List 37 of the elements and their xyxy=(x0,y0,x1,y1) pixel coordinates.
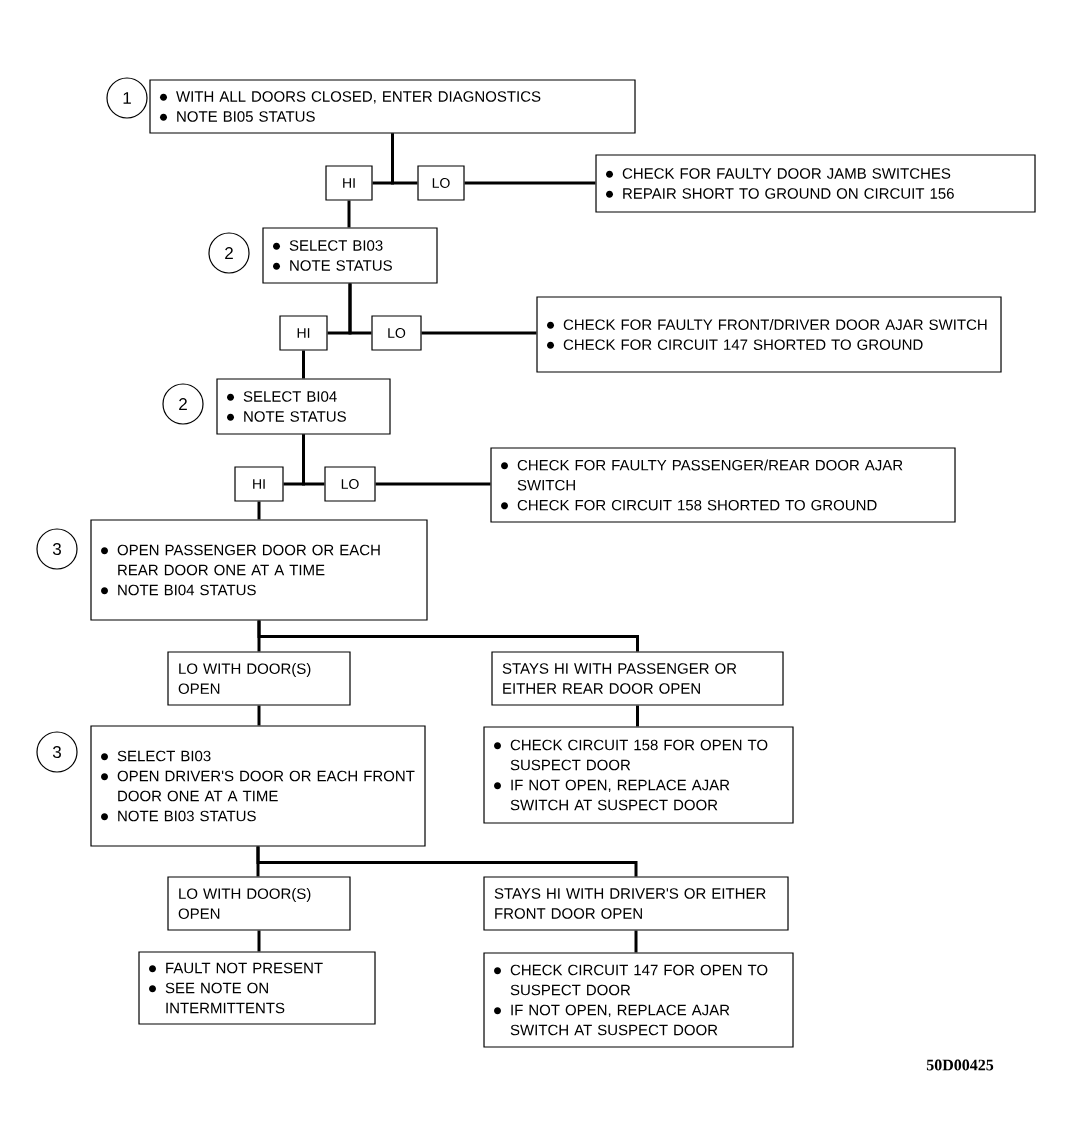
figure-code: 50D00425 xyxy=(926,1059,994,1071)
connector-line xyxy=(256,846,638,877)
step-box: STAYS HI WITH PASSENGER OR EITHER REAR DOOR OPEN xyxy=(491,651,784,706)
connector-line xyxy=(636,705,639,727)
status-box: LO xyxy=(417,165,465,201)
step-box: CHECK FOR FAULTY DOOR JAMB SWITCHES REPAIR SHORT TO GROUND ON CIRCUIT 156 xyxy=(595,154,1036,213)
step-box: SELECT BI03 NOTE STATUS xyxy=(262,227,438,284)
step-box: CHECK FOR FAULTY FRONT/DRIVER DOOR AJAR SWITCH CHECK FOR CIRCUIT 147 SHORTED TO GROUND xyxy=(536,296,1002,373)
step-box: CHECK CIRCUIT 158 FOR OPEN TO SUSPECT DOOR IF NOT OPEN, REPLACE AJAR SWITCH AT SUSPECT DOOR xyxy=(483,726,794,824)
step-box: FAULT NOT PRESENT SEE NOTE ON INTERMITTENTS xyxy=(138,951,376,1025)
connector-line xyxy=(257,705,261,726)
step-box: OPEN PASSENGER DOOR OR EACH REAR DOOR ONE AT A TIME NOTE BI04 STATUS xyxy=(90,519,428,621)
step-box: STAYS HI WITH DRIVER'S OR EITHER FRONT DOOR OPEN xyxy=(483,876,789,931)
step-box: SELECT BI03 OPEN DRIVER'S DOOR OR EACH FRONT DOOR ONE AT A TIME NOTE BI03 STATUS xyxy=(90,725,426,847)
connector-line xyxy=(257,620,639,652)
connector-line xyxy=(464,181,596,185)
connector-line xyxy=(257,501,261,520)
status-box: HI xyxy=(234,466,284,502)
connector-line xyxy=(391,133,418,185)
step-box: LO WITH DOOR(S) OPEN xyxy=(167,876,351,931)
connector-line xyxy=(634,930,638,953)
status-box: HI xyxy=(325,165,373,201)
step-box: LO WITH DOOR(S) OPEN xyxy=(167,651,351,706)
connector-line xyxy=(421,331,537,335)
status-box: LO xyxy=(324,466,376,502)
step-box: SELECT BI04 NOTE STATUS xyxy=(216,378,391,435)
step-box: WITH ALL DOORS CLOSED, ENTER DIAGNOSTICS NOTE BI05 STATUS xyxy=(149,79,636,134)
connector-line xyxy=(257,930,261,952)
status-box: HI xyxy=(279,315,328,351)
connector-line xyxy=(302,434,325,486)
connector-line xyxy=(348,283,372,335)
status-box: LO xyxy=(371,315,422,351)
step-box: CHECK FOR FAULTY PASSENGER/REAR DOOR AJAR SWITCH CHECK FOR CIRCUIT 158 SHORTED TO GROUND xyxy=(490,447,956,523)
connector-line xyxy=(302,350,305,379)
connector-line xyxy=(347,200,351,228)
step-box: CHECK CIRCUIT 147 FOR OPEN TO SUSPECT DOOR IF NOT OPEN, REPLACE AJAR SWITCH AT SUSPECT DOOR xyxy=(483,952,794,1048)
connector-line xyxy=(375,482,491,486)
